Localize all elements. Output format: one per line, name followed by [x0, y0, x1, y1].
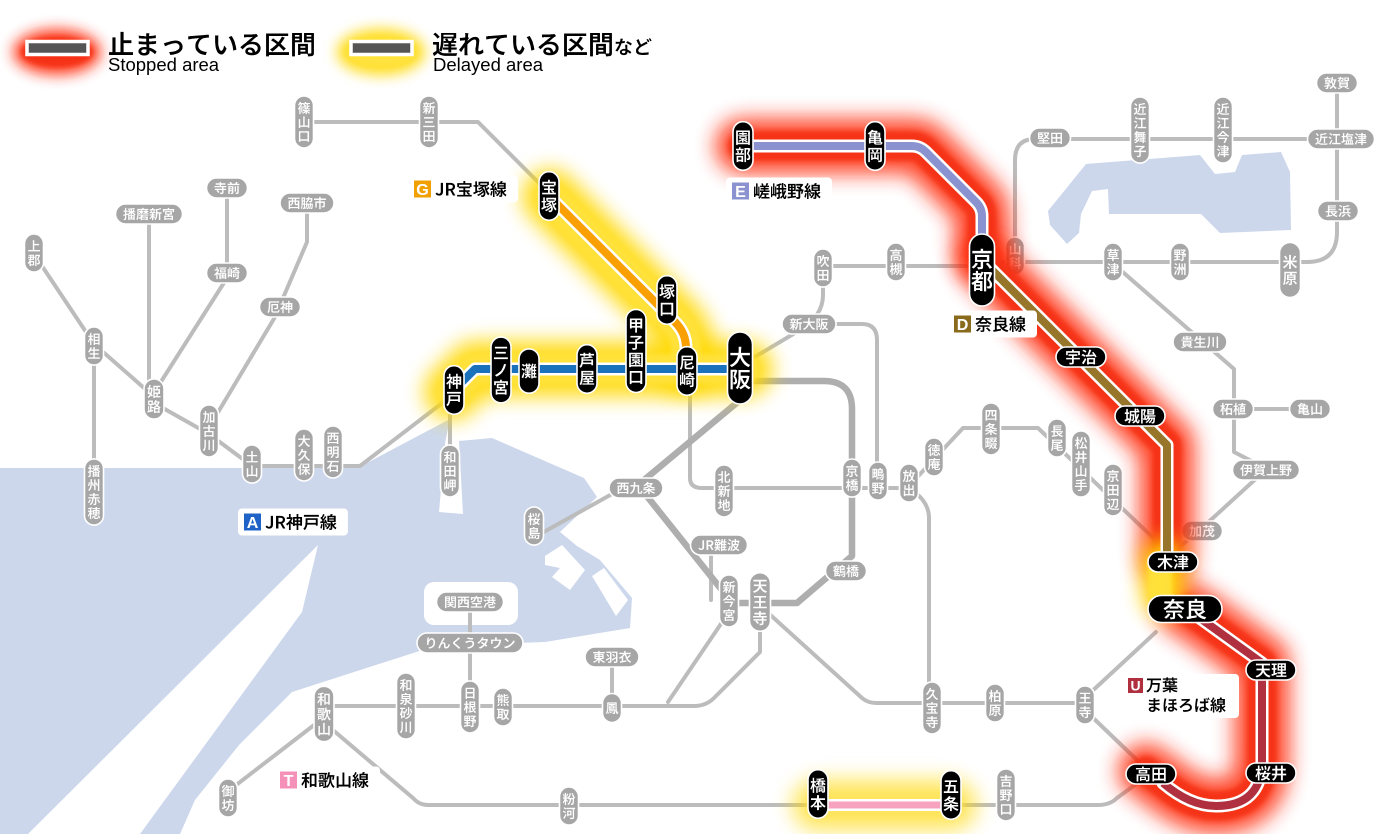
svg-text:E: E	[735, 183, 746, 201]
svg-text:A: A	[247, 514, 259, 532]
svg-text:G: G	[416, 181, 429, 199]
svg-text:U: U	[1130, 678, 1140, 694]
svg-text:D: D	[957, 316, 969, 334]
svg-text:Stopped area: Stopped area	[108, 54, 220, 75]
svg-text:Delayed area: Delayed area	[433, 54, 544, 75]
svg-text:T: T	[284, 772, 294, 790]
